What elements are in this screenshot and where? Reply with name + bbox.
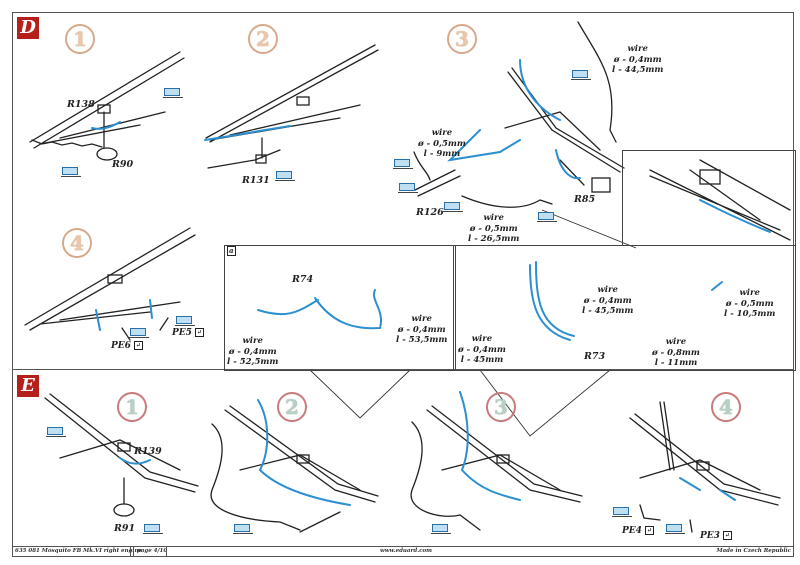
wire-spec-a-right: wire ø - 0,4mm l - 53,5mm bbox=[396, 314, 448, 346]
photoetch-pe6: PE6↵ bbox=[111, 341, 143, 351]
footer-page: page 4/10 bbox=[137, 548, 168, 554]
section-d-badge: D bbox=[17, 17, 39, 39]
drawing-e2 bbox=[210, 405, 379, 533]
wire-spec-b-4: wire ø - 0,8mm l - 11mm bbox=[652, 337, 700, 369]
wire-spec-d3-b: wire ø - 0,5mm l - 9mm bbox=[418, 128, 466, 160]
step-e2-number: 2 bbox=[277, 392, 307, 422]
detail-inset-b bbox=[453, 245, 796, 371]
wire-spec-b-1: wire ø - 0,4mm l - 45,5mm bbox=[582, 285, 634, 317]
drawing-e4 bbox=[629, 401, 781, 533]
photoetch-pe3: PE3↵ bbox=[700, 531, 732, 541]
footer-separator bbox=[166, 547, 167, 557]
color-tag bbox=[431, 524, 451, 534]
drawing-e1 bbox=[44, 393, 199, 517]
footer-separator bbox=[130, 547, 131, 557]
wire-spec-b-2: wire ø - 0,4mm l - 45mm bbox=[458, 334, 506, 366]
drawing-d4 bbox=[24, 227, 196, 341]
part-label-r138: R138 bbox=[67, 99, 95, 110]
color-tag bbox=[61, 167, 81, 177]
section-e-badge: E bbox=[17, 375, 39, 397]
footer-product: 635 081 Mosquito FB Mk.VI right engine bbox=[15, 548, 142, 554]
part-label-r73: R73 bbox=[584, 351, 606, 362]
photoetch-icon: ↵ bbox=[722, 531, 732, 540]
color-tag bbox=[443, 202, 463, 212]
photoetch-icon: ↵ bbox=[644, 526, 654, 535]
step-d1-number: 1 bbox=[65, 24, 95, 54]
step-e1-number: 1 bbox=[117, 392, 147, 422]
photoetch-pe4: PE4↵ bbox=[622, 526, 654, 536]
wire-spec-a-left: wire ø - 0,4mm l - 52,5mm bbox=[227, 336, 279, 368]
drawing-d1 bbox=[29, 51, 185, 161]
step-d2-number: 2 bbox=[248, 24, 278, 54]
part-label-r74: R74 bbox=[292, 274, 314, 285]
highlighted-wires bbox=[91, 59, 771, 506]
photoetch-icon: ↵ bbox=[194, 328, 204, 337]
color-tag bbox=[393, 159, 413, 169]
footer-website: www.eduard.com bbox=[380, 548, 432, 554]
color-tag bbox=[537, 212, 557, 222]
part-label-r91: R91 bbox=[114, 523, 136, 534]
footer-origin: Made in Czech Republic bbox=[716, 548, 791, 554]
photoetch-icon: ↵ bbox=[133, 341, 143, 350]
drawing-e3 bbox=[410, 405, 583, 531]
part-label-r139: R139 bbox=[134, 446, 162, 457]
detail-inset-a bbox=[224, 245, 456, 371]
step-d4-number: 4 bbox=[62, 228, 92, 258]
section-divider bbox=[12, 369, 794, 370]
engine-mount-drawings bbox=[24, 21, 791, 533]
color-tag bbox=[665, 524, 685, 534]
color-tag bbox=[571, 70, 591, 80]
step-e3-number: 3 bbox=[486, 392, 516, 422]
footer-separator bbox=[133, 547, 134, 557]
page-footer: 635 081 Mosquito FB Mk.VI right engine p… bbox=[12, 546, 794, 557]
part-label-r126: R126 bbox=[416, 207, 444, 218]
part-label-r90: R90 bbox=[112, 159, 134, 170]
color-tag bbox=[398, 183, 418, 193]
color-tag bbox=[129, 328, 149, 338]
part-label-r131: R131 bbox=[242, 175, 270, 186]
photoetch-pe5: PE5↵ bbox=[172, 328, 204, 338]
step-e4-number: 4 bbox=[711, 392, 741, 422]
instruction-page bbox=[12, 12, 794, 557]
color-tag bbox=[46, 427, 66, 437]
color-tag bbox=[233, 524, 253, 534]
detail-inset-d3 bbox=[622, 150, 796, 246]
drawing-d-inset bbox=[649, 159, 791, 241]
color-tag bbox=[175, 316, 195, 326]
part-label-r85: R85 bbox=[574, 194, 596, 205]
detail-a-marker: a bbox=[227, 246, 236, 256]
wire-spec-d3-a: wire ø - 0,4mm l - 44,5mm bbox=[612, 44, 664, 76]
wire-spec-d3-c: wire ø - 0,5mm l - 26,5mm bbox=[468, 213, 520, 245]
drawing-d3 bbox=[413, 21, 625, 208]
step-d3-number: 3 bbox=[447, 24, 477, 54]
drawing-d2 bbox=[205, 44, 379, 169]
color-tag bbox=[143, 524, 163, 534]
color-tag bbox=[275, 171, 295, 181]
wire-spec-b-3: wire ø - 0,5mm l - 10,5mm bbox=[724, 288, 776, 320]
color-tag bbox=[163, 88, 183, 98]
color-tag bbox=[612, 507, 632, 517]
